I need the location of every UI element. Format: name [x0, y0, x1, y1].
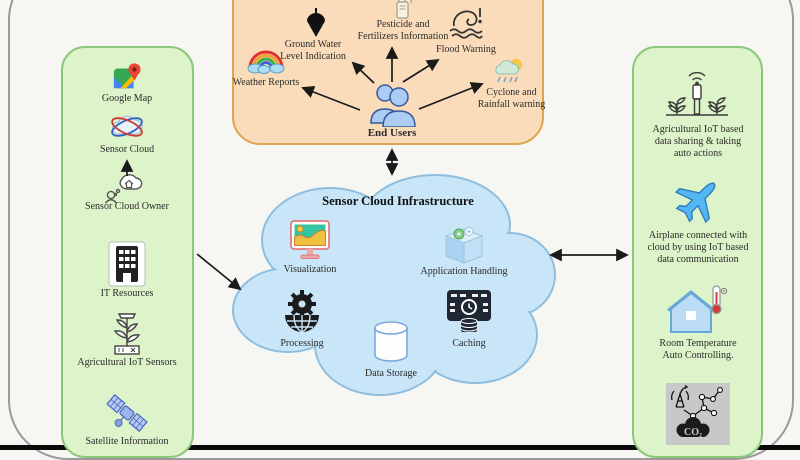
agri-iot-line2: data sharing & taking: [654, 136, 742, 147]
visualization-icon: [290, 220, 330, 259]
data-storage-icon: [374, 321, 408, 362]
ground-water-line1: Ground Water: [284, 39, 342, 50]
application-handling-icon: [444, 227, 484, 264]
airplane-line3: data communication: [657, 254, 739, 265]
room-temperature-label: Room Temperature Auto Controlling.: [634, 338, 762, 362]
cyclone-line2: Rainfall warning: [477, 99, 546, 110]
caching-label: Caching: [452, 338, 486, 349]
it-resources-label: IT Resources: [100, 288, 154, 299]
room-temp-line1: Room Temperature: [659, 338, 737, 349]
agri-iot-data-sharing-label: Agricultural IoT based data sharing & ta…: [634, 124, 762, 160]
agricultural-iot-sensors-label: Agricultural IoT Sensors: [77, 357, 177, 368]
airplane-line1: Airplane connected with: [648, 230, 748, 241]
agricultural-iot-sensors-icon: [113, 313, 141, 355]
sensor-cloud-label: Sensor Cloud: [99, 144, 155, 155]
agri-iot-line3: auto actions: [673, 148, 723, 159]
cloud-title: Sensor Cloud Infrastructure: [322, 194, 474, 208]
ground-water-level-icon: [307, 8, 325, 37]
ground-water-level-label: Ground Water Level Indication: [258, 39, 368, 63]
sensor-cloud-owner-icon: [104, 174, 143, 204]
pesticide-line1: Pesticide and: [376, 19, 430, 30]
caching-icon: [447, 290, 491, 332]
cyclone-line1: Cyclone and: [486, 87, 537, 98]
weather-reports-label: Weather Reports: [232, 77, 300, 88]
co2-emission-network-icon: CO₂: [666, 383, 730, 445]
agri-iot-data-sharing-icon: [666, 71, 728, 116]
airplane-line2: cloud by using IoT based: [647, 242, 749, 253]
cyclone-rain-icon: [495, 59, 522, 83]
ground-water-line2: Level Indication: [280, 51, 346, 62]
airplane-icon: [674, 182, 716, 224]
airplane-label: Airplane connected with cloud by using I…: [634, 230, 762, 266]
pesticide-line2: Fertilizers Information: [357, 31, 449, 42]
room-temperature-icon: [667, 285, 728, 333]
pesticide-spray-icon: [396, 0, 412, 19]
application-handling-label: Application Handling: [420, 266, 508, 277]
flood-wave-icon: [449, 8, 483, 39]
data-storage-label: Data Storage: [365, 368, 417, 379]
processing-icon: [285, 290, 319, 333]
bottom-black-bar: [0, 445, 800, 450]
co2-text: CO₂: [684, 427, 702, 438]
it-resources-icon: [108, 241, 146, 287]
flood-warning-label: Flood Warning: [436, 44, 496, 55]
processing-label: Processing: [280, 338, 324, 349]
satellite-icon: [106, 394, 148, 432]
visualization-label: Visualization: [283, 264, 337, 275]
room-temp-line2: Auto Controlling.: [662, 350, 734, 361]
end-users-icon: [370, 84, 416, 127]
rainbow-weather-icon: [247, 50, 285, 74]
agri-iot-line1: Agricultural IoT based: [652, 124, 744, 135]
satellite-information-label: Satellite Information: [85, 436, 169, 447]
google-map-label: Google Map: [101, 93, 153, 104]
cyclone-label: Cyclone and Rainfall warning: [464, 87, 559, 111]
google-map-icon: [113, 63, 141, 89]
sensor-cloud-icon: [111, 115, 143, 137]
sensor-cloud-owner-label: Sensor Cloud Owner: [85, 201, 169, 212]
end-users-label: End Users: [367, 127, 417, 139]
pesticide-label: Pesticide and Fertilizers Information: [343, 19, 463, 43]
